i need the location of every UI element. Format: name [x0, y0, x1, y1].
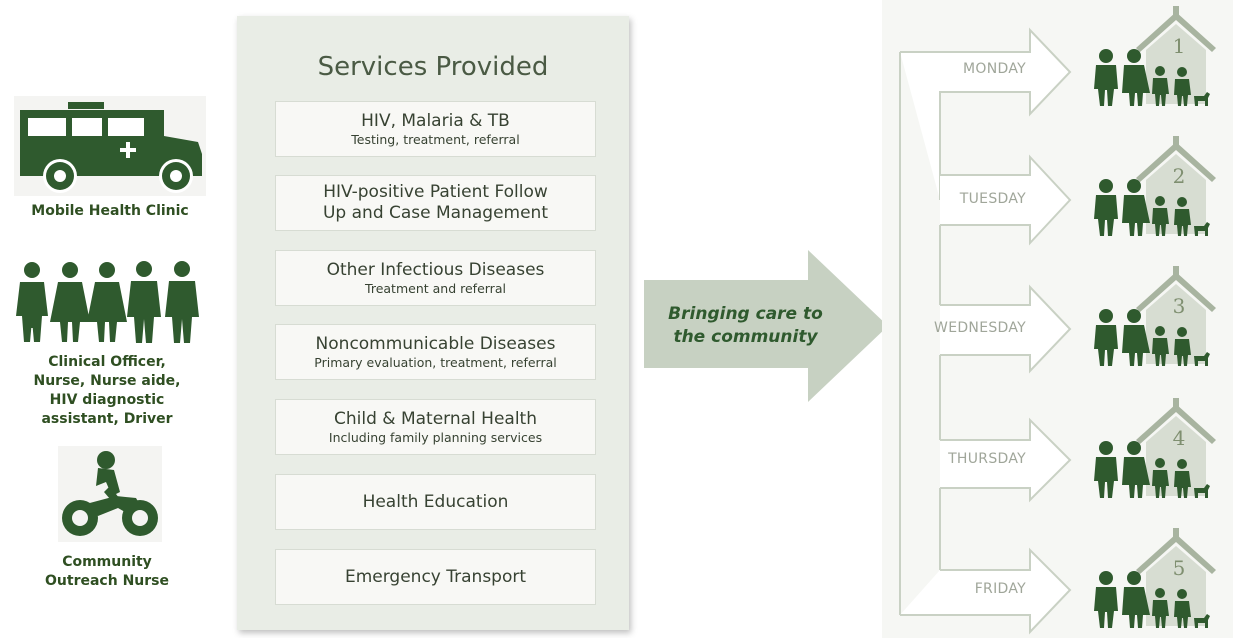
arrow-caption: Bringing care to the community [648, 303, 843, 349]
service-title-line2: Up and Case Management [322, 203, 549, 223]
service-title: Noncommunicable Diseases [315, 334, 556, 354]
staff-caption-line: HIV diagnostic [49, 392, 165, 408]
service-subtitle: Including family planning services [328, 430, 543, 445]
service-title: Other Infectious Diseases [326, 260, 545, 280]
medical-staff-icon [16, 261, 199, 343]
day-label-friday: FRIDAY [974, 581, 1026, 597]
outreach-caption-line: Community [62, 554, 152, 570]
schedule-arrows [899, 27, 1072, 635]
staff-caption-line: Clinical Officer, [48, 354, 166, 370]
house-family-icon [1094, 266, 1216, 366]
service-title: Emergency Transport [344, 566, 527, 587]
day-label-monday: MONDAY [963, 61, 1026, 77]
staff-caption-line: assistant, Driver [41, 411, 173, 427]
house-family-icon [1094, 528, 1216, 628]
house-family-icon [1094, 398, 1216, 498]
ambulance-icon [14, 96, 206, 196]
staff-caption-line: Nurse, Nurse aide, [33, 373, 181, 389]
service-box-education: Health Education [275, 474, 596, 530]
staff-caption: Clinical Officer, Nurse, Nurse aide, HIV… [2, 353, 212, 429]
house-number-5: 5 [1172, 556, 1186, 580]
service-subtitle: Testing, treatment, referral [351, 132, 520, 147]
arrow-caption-line: Bringing care to [668, 304, 823, 324]
service-box-maternal: Child & Maternal Health Including family… [275, 399, 596, 455]
panel-title: Services Provided [317, 52, 549, 82]
clinic-caption: Mobile Health Clinic [5, 202, 215, 221]
service-box-hiv-malaria-tb: HIV, Malaria & TB Testing, treatment, re… [275, 101, 596, 157]
house-number-2: 2 [1172, 164, 1186, 188]
house-number-4: 4 [1172, 426, 1186, 450]
big-arrow-shape [644, 250, 888, 402]
service-box-transport: Emergency Transport [275, 549, 596, 605]
clinic-caption-text: Mobile Health Clinic [31, 203, 189, 219]
service-title: Child & Maternal Health [334, 409, 537, 429]
day-label-thursday: THURSDAY [948, 451, 1026, 467]
day-label-tuesday: TUESDAY [959, 191, 1026, 207]
service-title: HIV, Malaria & TB [361, 111, 510, 131]
service-title: HIV-positive Patient Follow [323, 182, 548, 202]
service-box-noncommunicable: Noncommunicable Diseases Primary evaluat… [275, 324, 596, 380]
outreach-caption: Community Outreach Nurse [2, 553, 212, 591]
house-family-icon [1094, 136, 1216, 236]
service-subtitle: Primary evaluation, treatment, referral [314, 355, 557, 370]
arrow-caption-line: the community [673, 327, 818, 347]
day-label-wednesday: WEDNESDAY [934, 320, 1026, 336]
house-number-3: 3 [1172, 294, 1186, 318]
service-subtitle: Treatment and referral [365, 281, 506, 296]
service-title: Health Education [362, 491, 509, 512]
house-family-icon [1094, 6, 1216, 106]
service-box-infectious: Other Infectious Diseases Treatment and … [275, 250, 596, 306]
outreach-caption-line: Outreach Nurse [45, 573, 169, 589]
house-number-1: 1 [1172, 34, 1186, 58]
motorcycle-rider-icon [58, 446, 162, 542]
service-box-hiv-followup: HIV-positive Patient Follow Up and Case … [275, 175, 596, 231]
